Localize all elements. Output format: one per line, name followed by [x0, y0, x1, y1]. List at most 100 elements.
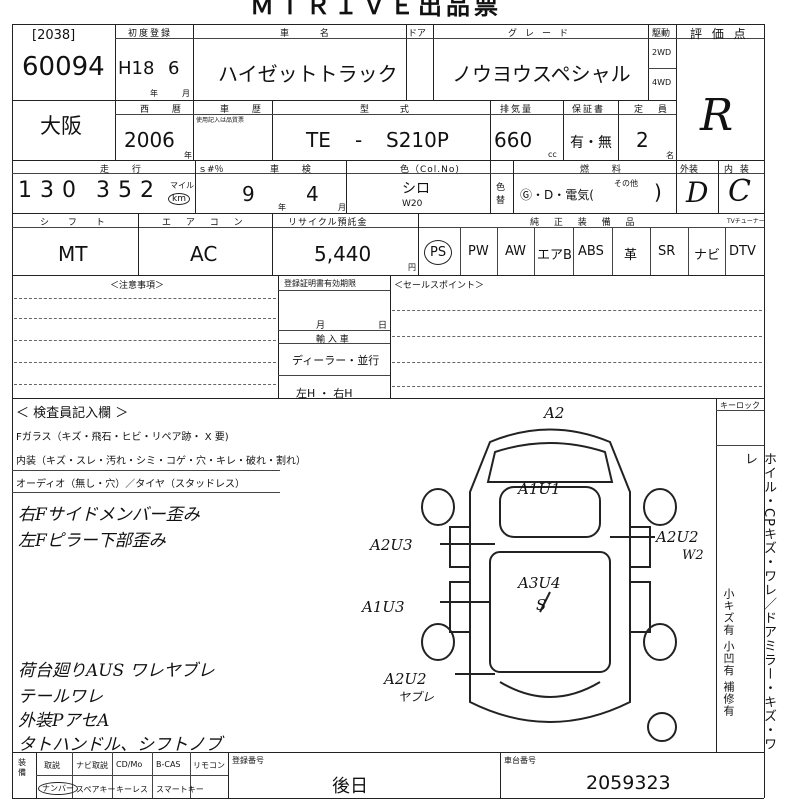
inspector-line-interior: 内装（キズ・スレ・汚れ・シミ・コゲ・穴・キレ・破れ・割れ） [16, 456, 306, 467]
note-5: 外装PアセA [18, 711, 110, 731]
grade: ノウヨウスペシャル [452, 62, 631, 86]
bottom-opt-cd: CD/Mo [116, 760, 143, 769]
model-dash: - [355, 128, 363, 152]
reg-deadline-label: 登録証明書有効期限 [284, 279, 356, 288]
chassis-label: 車台番号 [504, 756, 536, 765]
car-name-label: 車 名 [280, 29, 343, 39]
bottom-opt-bcas: B-CAS [156, 760, 181, 769]
fuel-value: Ⓖ・D・電気( [520, 188, 594, 202]
location: 大阪 [40, 114, 82, 138]
lot-bracket: [2038] [32, 28, 76, 43]
equip-sr: SR [658, 244, 676, 259]
bottom-opt-remote: リモコン [193, 761, 225, 770]
bottom-opt-manual: 取説 [44, 761, 60, 770]
inspector-line-glass: Fガラス（キズ・飛石・ヒビ・リペア跡・ X 要) [16, 432, 229, 443]
mark-left-rear-2: ヤブレ [398, 690, 435, 704]
aircon-label: エ ア コ ン [162, 218, 249, 228]
interior-mark: C [728, 174, 751, 209]
side-vertical-text-2: 小キズ有 小凹有 補修有 [722, 588, 735, 717]
shift-label: シ フ ト [40, 218, 113, 228]
color-value: シロ [402, 181, 430, 197]
first-reg-label: 初度登録 [128, 29, 173, 39]
bottom-opt-plate: ナンバー [38, 782, 78, 795]
note-3: 荷台廻りAUS ワレヤブレ [18, 661, 215, 681]
yen-label: 円 [408, 263, 416, 272]
model-label: 型 式 [360, 105, 423, 115]
inspector-line-audio: オーディオ（無し・穴）／タイヤ（スタッドレス） [16, 479, 245, 490]
mileage-digits: 1 3 0 3 5 2 [18, 178, 154, 203]
recycle-value: 5,440 [314, 242, 372, 266]
drive-2wd: 2WD [652, 48, 672, 57]
capacity-label: 定 員 [634, 105, 673, 115]
history-note: 使用記入は品質票 [196, 117, 245, 124]
fuel-close: ) [654, 180, 662, 204]
mileage-unit: マイル [170, 181, 194, 190]
fuel-label: 燃 料 [580, 165, 631, 175]
sales-point-label: ＜セールスポイント＞ [394, 281, 485, 291]
steering-value: 左H ・ 右H [296, 387, 353, 400]
inspection-label: 車 検 [270, 165, 321, 175]
mark-bed-2: S [536, 596, 547, 614]
drive-4wd: 4WD [652, 78, 672, 87]
color-code: W20 [402, 199, 423, 209]
cc-label: cc [548, 150, 557, 159]
inspection-month: 4 [306, 182, 319, 206]
lot-number: 60094 [22, 52, 105, 82]
capacity: 2 [636, 128, 649, 152]
grade-label: グレード [508, 29, 577, 39]
western-year-label: 西 暦 [140, 105, 191, 115]
mark-left-front: A2U3 [370, 536, 413, 554]
day-label: 日 [378, 321, 388, 331]
recycle-label: リサイクル預託金 [288, 218, 368, 228]
equip-leather: 革 [624, 248, 638, 263]
page-title: ＭＴＲＩＶＥ出品票 [250, 0, 502, 20]
interior-label: 内 装 [724, 165, 751, 175]
import-label: 輸 入 車 [316, 335, 349, 345]
chassis-number: 2059323 [586, 772, 671, 794]
dealer-value: ディーラー・並行 [292, 354, 380, 367]
bottom-opt-keyless: キーレス [116, 785, 148, 794]
note-2: 左Fピラー下部歪み [18, 531, 166, 551]
aircon-value: AC [190, 242, 218, 266]
color-change-label: 色替 [496, 183, 506, 206]
color-label: 色（Col.No) [400, 165, 460, 175]
reg-no-label: 登録番号 [232, 756, 264, 765]
warranty-label: 保証書 [572, 105, 606, 115]
km-unit: km [168, 193, 190, 205]
bottom-opt-spare-key: スペアキー [76, 785, 116, 794]
first-reg-month: 6 [168, 58, 180, 79]
month-label: 月 [182, 89, 190, 98]
fuel-other: その他 [614, 179, 638, 188]
equip-navi: ナビ [694, 248, 721, 263]
model-prefix: TE [306, 128, 331, 152]
mark-top: A2 [544, 404, 565, 422]
western-year: 2006 [124, 128, 175, 152]
mileage-label: 走 行 [100, 165, 151, 175]
equip-ps: PS [424, 240, 453, 265]
tv-tuner-label: TVチューナー [727, 218, 765, 225]
drive-label: 駆動 [652, 29, 671, 39]
displacement-label: 排気量 [500, 105, 534, 115]
mark-left-mid: A1U3 [362, 598, 405, 616]
meter-change-label: ｓ#％ [198, 165, 224, 175]
bottom-opt-navi-manual: ナビ取説 [76, 761, 108, 770]
note-6: タトハンドル、シフトノブ [18, 735, 222, 755]
score-value: R [700, 90, 734, 141]
mark-roof: A1U1 [518, 480, 561, 498]
car-damage-diagram [421, 428, 677, 742]
reg-number: 後日 [332, 776, 368, 797]
options-label: 純 正 装 備 品 [530, 218, 641, 228]
car-name: ハイゼットトラック [218, 62, 398, 86]
key-lock-label: キーロック [720, 401, 760, 410]
equip-airbag: エアB [537, 248, 572, 263]
history-label: 車 歴 [220, 105, 271, 115]
equip-abs: ABS [578, 244, 604, 259]
bottom-equip-label: 装 備 [18, 758, 26, 777]
exterior-label: 外装 [680, 165, 699, 175]
mark-right-front: A2U2 [656, 528, 699, 546]
equip-aw: AW [505, 244, 527, 259]
first-reg-era: H18 [118, 58, 155, 79]
model-code: S210P [386, 128, 449, 152]
persons-label: 名 [666, 151, 674, 160]
shift-value: MT [58, 242, 88, 266]
